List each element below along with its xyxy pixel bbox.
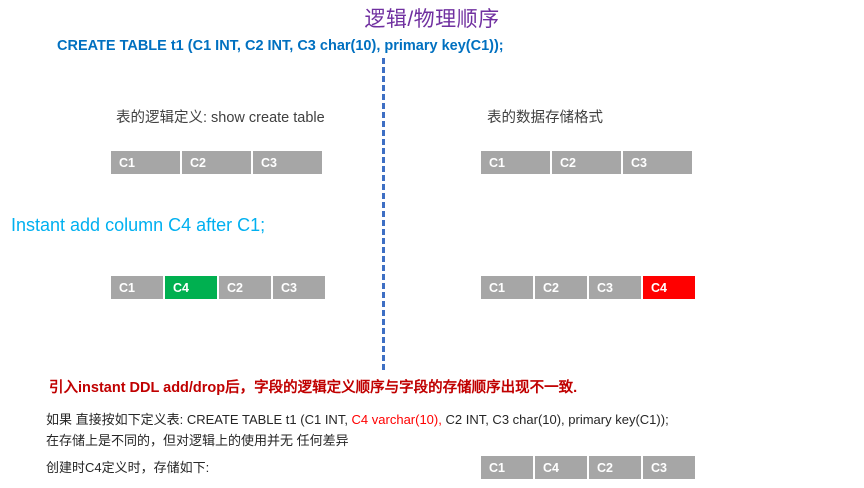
table-cell: C2 bbox=[535, 276, 587, 299]
note-line-3: 创建时C4定义时，存储如下: bbox=[46, 460, 210, 475]
table-cell: C4 bbox=[535, 456, 587, 479]
table-cell: C3 bbox=[273, 276, 325, 299]
table-cell: C3 bbox=[643, 456, 695, 479]
table-cell: C2 bbox=[589, 456, 641, 479]
note-line-2: 在存储上是不同的，但对逻辑上的使用并无 任何差异 bbox=[46, 433, 349, 448]
table-cell-highlight-green: C4 bbox=[165, 276, 217, 299]
table-cell: C3 bbox=[589, 276, 641, 299]
note-line-1: 如果 直接按如下定义表: CREATE TABLE t1 (C1 INT, C4… bbox=[46, 409, 669, 428]
table-cell: C2 bbox=[219, 276, 271, 299]
table-storage-after: C1 C2 C3 C4 bbox=[481, 276, 695, 299]
note-line-1-prefix: 如果 直接按如下定义表: CREATE TABLE t1 (C1 INT, bbox=[46, 412, 352, 427]
caption-storage-format: 表的数据存储格式 bbox=[487, 110, 603, 126]
table-cell: C1 bbox=[481, 456, 533, 479]
table-cell: C2 bbox=[552, 151, 621, 174]
table-cell: C2 bbox=[182, 151, 251, 174]
caption-logical-definition: 表的逻辑定义: show create table bbox=[116, 110, 325, 126]
table-cell: C1 bbox=[111, 151, 180, 174]
table-cell-highlight-red: C4 bbox=[643, 276, 695, 299]
table-cell: C1 bbox=[481, 151, 550, 174]
note-line-1-suffix: C2 INT, C3 char(10), primary key(C1)); bbox=[441, 412, 669, 427]
table-logical-before: C1 C2 C3 bbox=[111, 151, 322, 174]
table-storage-direct-create: C1 C4 C2 C3 bbox=[481, 456, 695, 479]
ddl-statement: CREATE TABLE t1 (C1 INT, C2 INT, C3 char… bbox=[57, 38, 504, 54]
table-cell: C1 bbox=[481, 276, 533, 299]
table-logical-after: C1 C4 C2 C3 bbox=[111, 276, 325, 299]
table-cell: C3 bbox=[623, 151, 692, 174]
note-headline: 引入instant DDL add/drop后，字段的逻辑定义顺序与字段的存储顺… bbox=[49, 380, 578, 396]
note-line-1-highlight: C4 varchar(10), bbox=[351, 412, 442, 427]
page-title: 逻辑/物理顺序 bbox=[364, 8, 500, 31]
table-storage-before: C1 C2 C3 bbox=[481, 151, 692, 174]
vertical-dashed-divider bbox=[382, 58, 385, 370]
instant-add-column-heading: Instant add column C4 after C1; bbox=[11, 215, 266, 235]
table-cell: C3 bbox=[253, 151, 322, 174]
table-cell: C1 bbox=[111, 276, 163, 299]
